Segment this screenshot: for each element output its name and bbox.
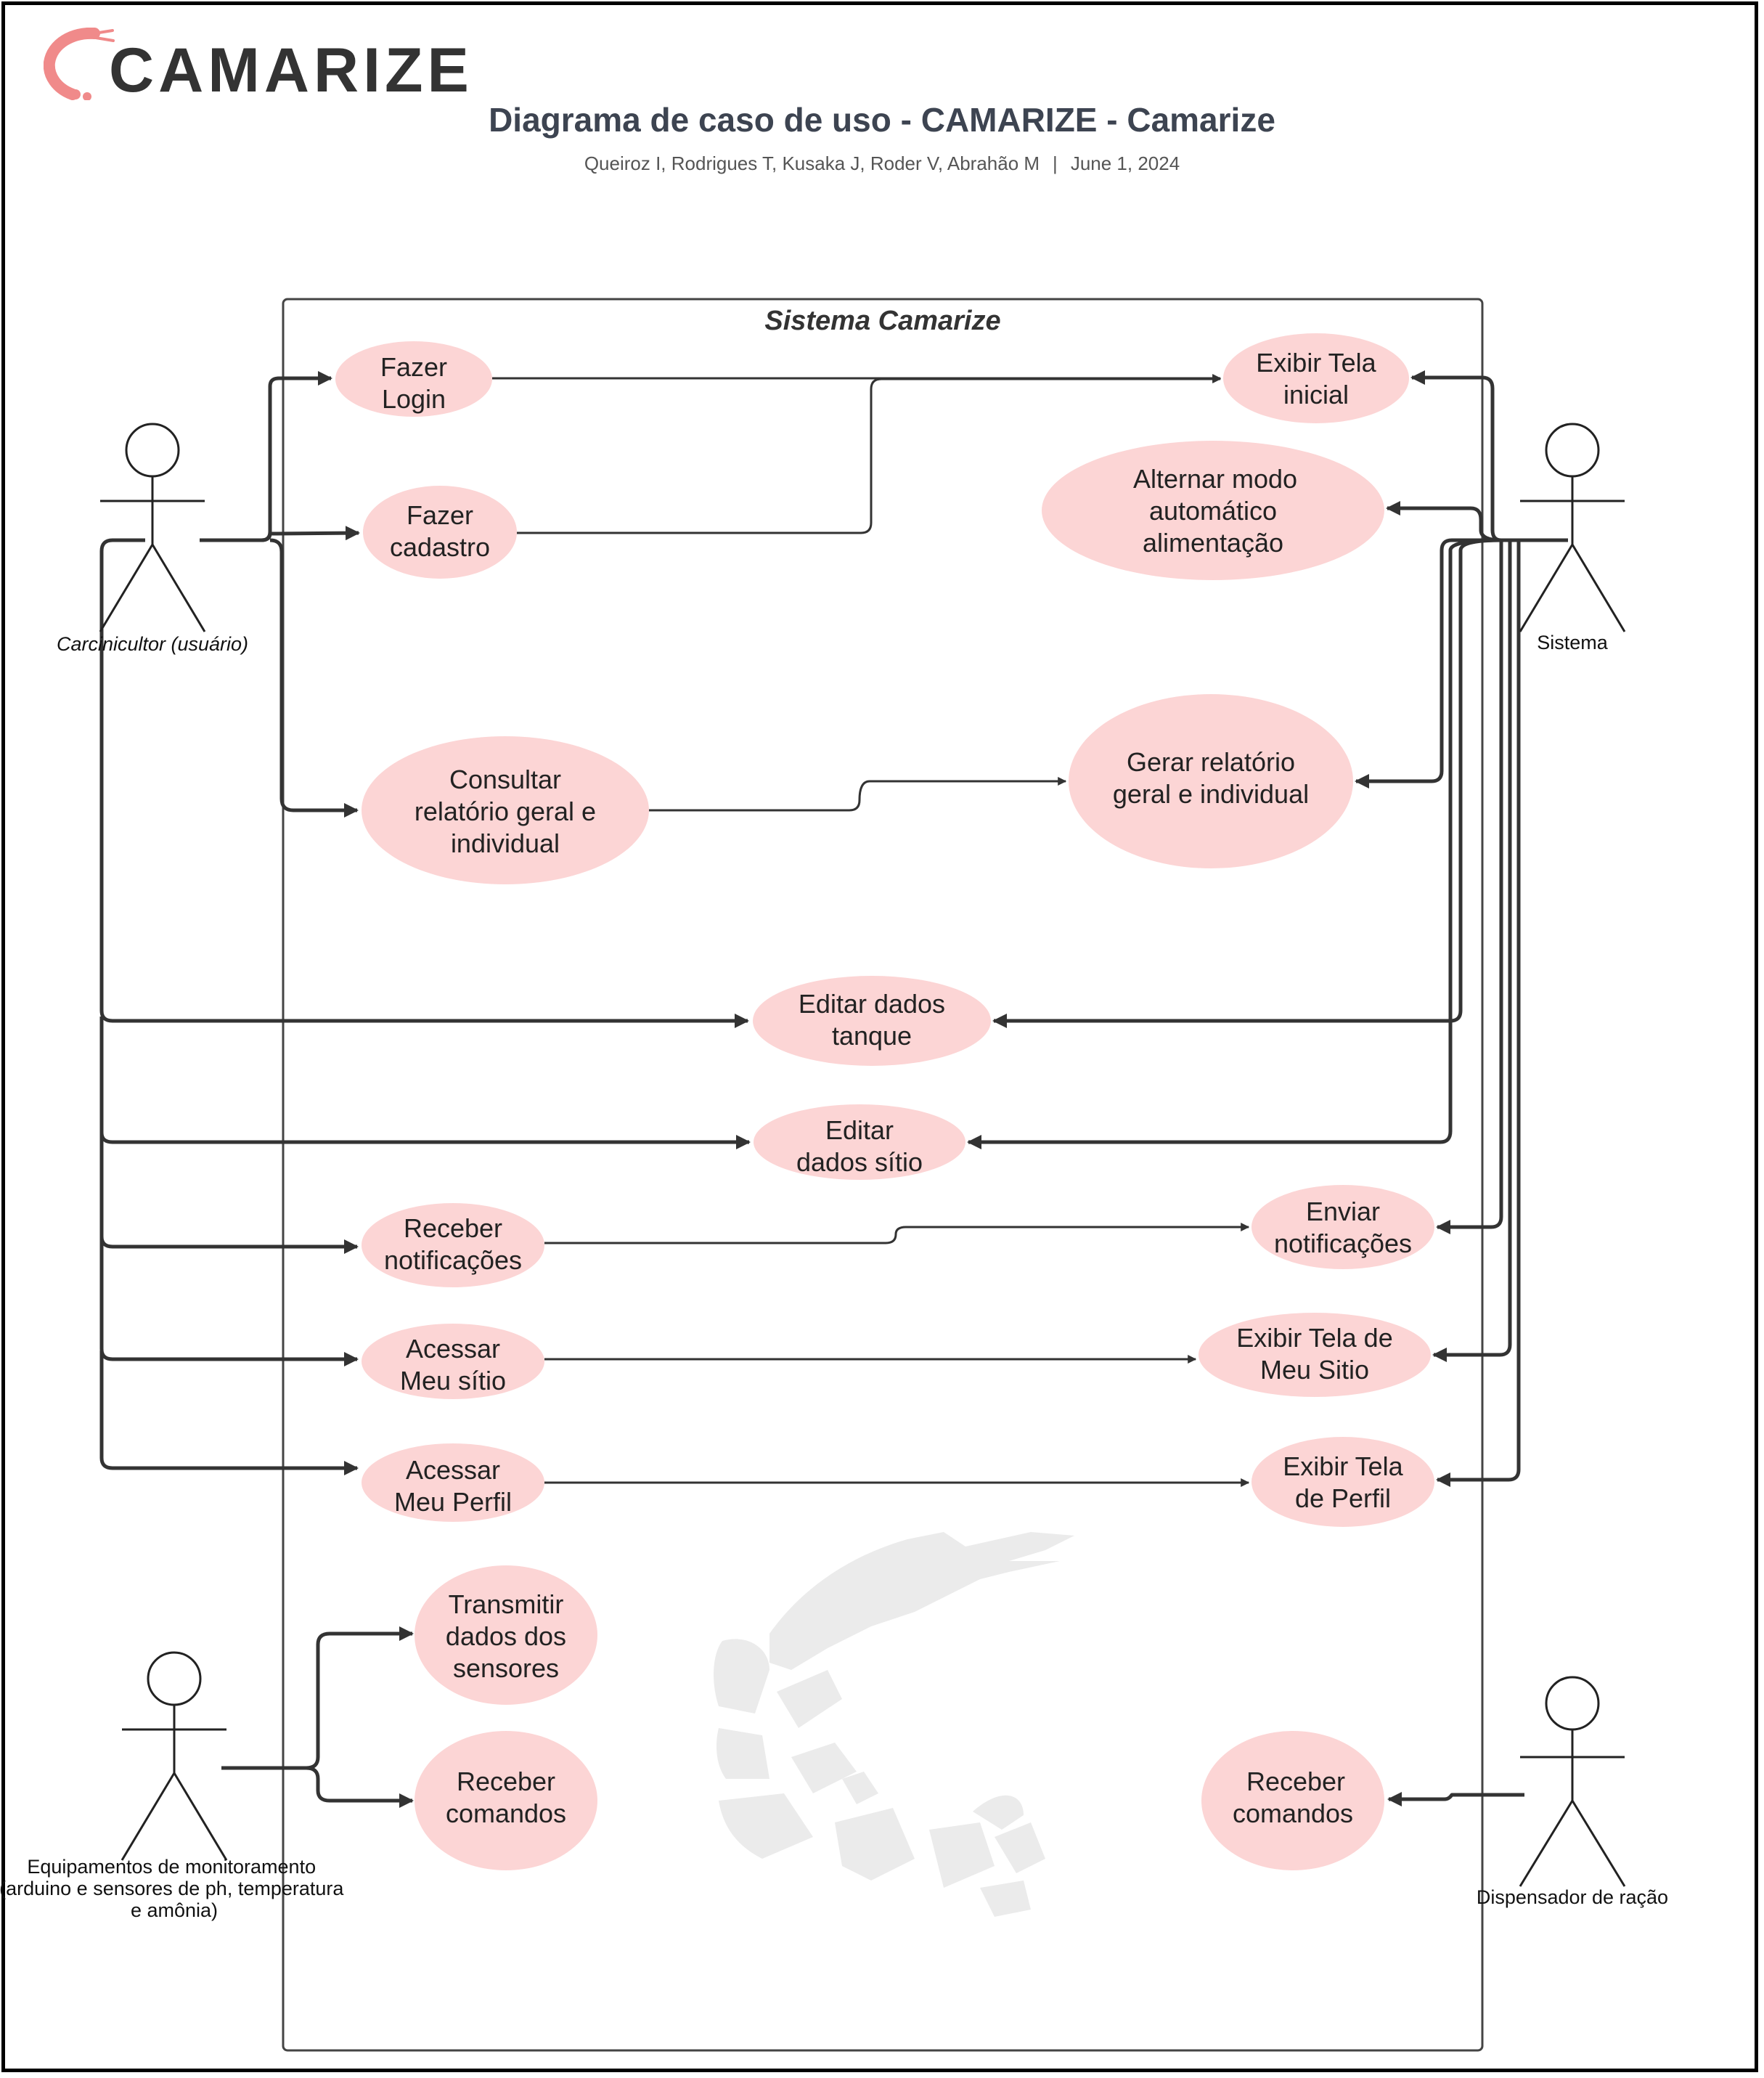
system-title: Sistema Camarize <box>764 306 1000 336</box>
edge-consultar-gerar <box>649 777 1067 812</box>
edge-user-receber-notif <box>99 1133 359 1254</box>
actor-carcinicultor[interactable] <box>99 423 206 632</box>
usecase-consultar-relatorio[interactable] <box>362 736 649 884</box>
usecase-receber-comandos-equip[interactable] <box>415 1731 597 1870</box>
shrimp-watermark-icon <box>714 1532 1074 1917</box>
usecase-enviar-notificacoes[interactable] <box>1251 1185 1434 1269</box>
logo-text: CAMARIZE <box>109 36 473 105</box>
edge-cadastro-tela-inicial <box>517 375 1222 534</box>
page-title: Diagrama de caso de uso - CAMARIZE - Cam… <box>489 101 1275 139</box>
system-boundary <box>282 298 1484 2052</box>
actor-sistema-label: Sistema <box>1537 632 1609 653</box>
edge-sistema-exibir-sitio <box>1432 540 1512 1362</box>
usecase-editar-sitio[interactable] <box>754 1104 965 1180</box>
usecase-acessar-meu-sitio[interactable] <box>362 1324 544 1399</box>
edge-receber-enviar-notif <box>544 1223 1250 1244</box>
edge-disp-receber <box>1387 1792 1524 1806</box>
actor-carcinicultor-label: Carcinicultor (usuário) <box>57 633 248 655</box>
edge-sistema-exibir-perfil <box>1436 540 1521 1487</box>
edge-user-consultar <box>269 538 359 818</box>
edge-sistema-tela-inicial <box>1410 370 1532 542</box>
usecase-exibir-tela-inicial[interactable] <box>1223 333 1409 423</box>
edge-user-cadastro <box>200 526 360 542</box>
edge-sistema-alternar <box>1386 501 1502 542</box>
edge-equip-receber <box>306 1766 414 1808</box>
edge-user-editar-sitio <box>99 1016 751 1149</box>
usecase-transmitir-dados[interactable] <box>415 1565 597 1705</box>
usecase-receber-comandos-disp[interactable] <box>1201 1731 1384 1870</box>
edge-equip-transmitir <box>221 1626 414 1770</box>
shrimp-logo-icon <box>44 28 115 100</box>
authors: Queiroz I, Rodrigues T, Kusaka J, Roder … <box>584 152 1040 174</box>
date: June 1, 2024 <box>1070 152 1180 174</box>
edge-user-acessar-sitio <box>99 1234 359 1366</box>
usecase-gerar-relatorio[interactable] <box>1069 694 1353 868</box>
actor-equipamentos[interactable] <box>121 1651 228 1861</box>
actor-equipamentos-label: Equipamentos de monitoramento (arduino e… <box>0 1856 349 1921</box>
usecase-exibir-tela-meu-sitio[interactable] <box>1199 1313 1431 1397</box>
page-subtitle: Queiroz I, Rodrigues T, Kusaka J, Roder … <box>0 152 1764 175</box>
edge-user-editar-tanque <box>99 538 749 1028</box>
usecase-receber-notificacoes[interactable] <box>362 1203 544 1287</box>
edge-sistema-enviar-notif <box>1436 540 1503 1234</box>
usecase-editar-tanque[interactable] <box>753 976 991 1066</box>
actor-dispensador[interactable] <box>1519 1676 1626 1887</box>
subtitle-separator: | <box>1053 152 1058 174</box>
actor-sistema[interactable] <box>1519 423 1626 632</box>
usecase-acessar-meu-perfil[interactable] <box>362 1443 544 1522</box>
usecase-fazer-login[interactable] <box>335 341 492 417</box>
actor-dispensador-label: Dispensador de ração <box>1477 1886 1668 1908</box>
usecase-exibir-tela-perfil[interactable] <box>1251 1437 1434 1527</box>
usecase-fazer-cadastro[interactable] <box>363 486 517 579</box>
edge-user-acessar-perfil <box>99 1350 359 1475</box>
edge-user-login <box>200 371 332 542</box>
edge-sistema-gerar <box>1355 538 1501 789</box>
edge-sistema-editar-sitio <box>967 538 1502 1149</box>
usecase-alternar-modo[interactable] <box>1042 441 1384 580</box>
